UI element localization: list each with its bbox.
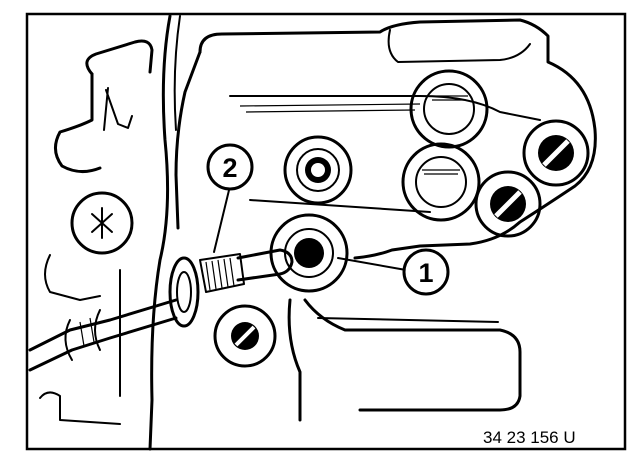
port-left: [283, 135, 353, 205]
port-top: [409, 69, 489, 149]
brake-line-fitting: [168, 248, 294, 328]
callout-2: 2: [206, 143, 254, 253]
figure-reference-code: 34 23 156 U: [483, 428, 576, 447]
port-middle: [401, 142, 481, 222]
port-fitting-1: [269, 213, 349, 293]
brake-housing: [174, 18, 597, 422]
callout-1: 1: [337, 248, 450, 296]
frame-border: [25, 12, 627, 451]
callout-1-label: 1: [418, 258, 433, 288]
port-bottom: [213, 304, 277, 368]
brake-pipe: [28, 298, 178, 372]
port-right-upper: [522, 119, 590, 187]
lower-left-contour: [44, 254, 101, 301]
mounting-bracket: [54, 39, 154, 173]
wiring-harness: [148, 14, 172, 451]
port-right-lower: [474, 170, 542, 238]
bolt-head: [70, 191, 134, 255]
callout-2-label: 2: [222, 153, 237, 183]
